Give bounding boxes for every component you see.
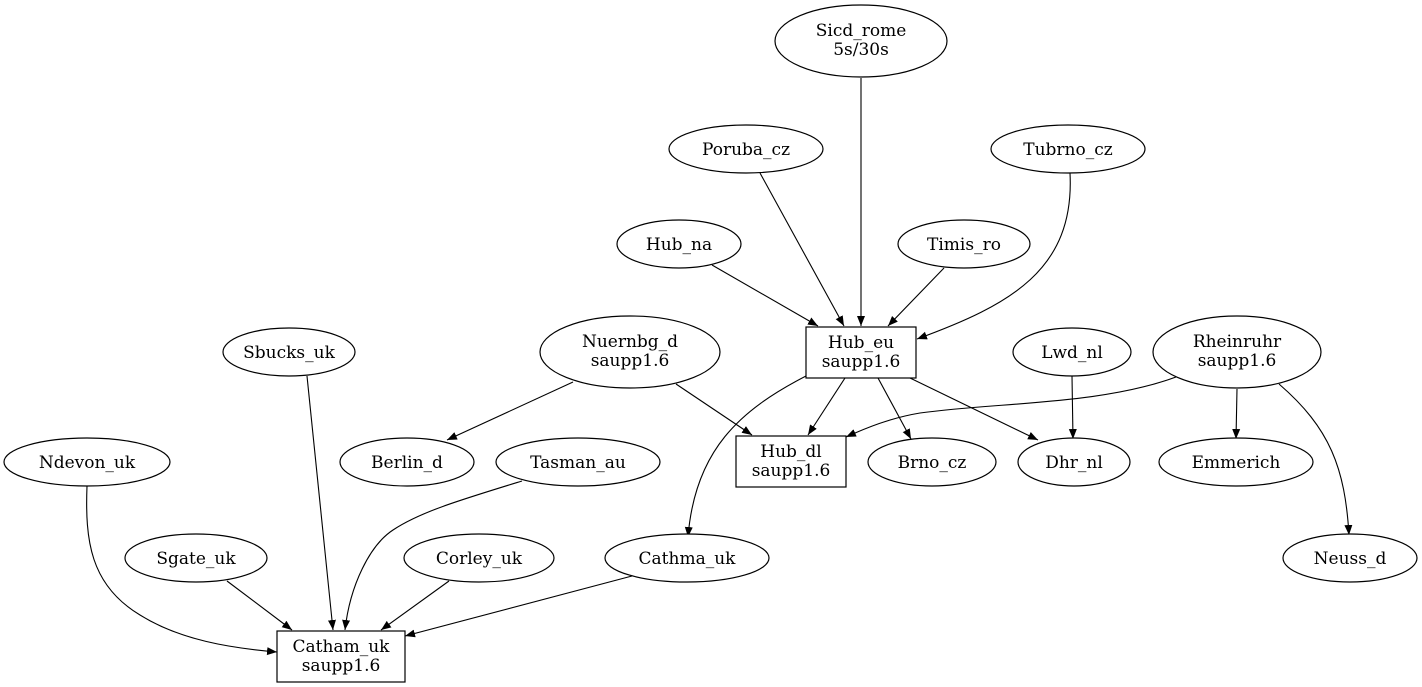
node-hub-eu[interactable]: Hub_eu saupp1.6 bbox=[805, 326, 917, 379]
node-cathma-uk[interactable]: Cathma_uk bbox=[604, 533, 770, 583]
edge-tasman-au-to-catham-uk bbox=[342, 480, 523, 631]
node-label: Poruba_cz bbox=[702, 140, 790, 160]
node-sublabel: saupp1.6 bbox=[302, 656, 381, 676]
node-label: Sgate_uk bbox=[156, 549, 236, 569]
edge-nuernbg-d-to-hub-dl bbox=[675, 383, 753, 436]
node-berlin-d[interactable]: Berlin_d bbox=[339, 437, 475, 487]
node-sbucks-uk[interactable]: Sbucks_uk bbox=[222, 327, 356, 377]
edge-nuernbg-d-to-berlin-d bbox=[446, 381, 574, 441]
node-sublabel: 5s/30s bbox=[833, 40, 889, 60]
edge-sbucks-uk-to-catham-uk bbox=[306, 375, 336, 631]
edge-tubrno-cz-to-hub-eu bbox=[916, 172, 1071, 340]
node-label: Rheinruhr bbox=[1193, 332, 1282, 352]
nodes: Sicd_rome 5s/30s Poruba_cz Tubrno_cz Hub… bbox=[3, 4, 1418, 683]
node-timis-ro[interactable]: Timis_ro bbox=[897, 219, 1031, 269]
node-label: Lwd_nl bbox=[1041, 343, 1103, 363]
node-emmerich[interactable]: Emmerich bbox=[1158, 437, 1314, 487]
node-label: Sbucks_uk bbox=[243, 343, 335, 363]
node-neuss-d[interactable]: Neuss_d bbox=[1282, 533, 1418, 583]
node-rheinruhr[interactable]: Rheinruhr saupp1.6 bbox=[1152, 315, 1322, 389]
node-label: Brno_cz bbox=[898, 453, 967, 473]
node-label: Catham_uk bbox=[293, 637, 391, 657]
node-hub-na[interactable]: Hub_na bbox=[616, 219, 742, 269]
node-label: Hub_eu bbox=[828, 333, 894, 353]
node-ndevon-uk[interactable]: Ndevon_uk bbox=[3, 437, 171, 487]
edges bbox=[86, 78, 1353, 656]
node-label: Neuss_d bbox=[1314, 549, 1387, 569]
node-poruba-cz[interactable]: Poruba_cz bbox=[668, 124, 824, 174]
node-label: Hub_na bbox=[646, 235, 712, 255]
node-sublabel: saupp1.6 bbox=[752, 461, 831, 481]
edge-hub-eu-to-hub-dl bbox=[807, 377, 846, 436]
node-tasman-au[interactable]: Tasman_au bbox=[495, 437, 661, 487]
node-label: Tasman_au bbox=[530, 453, 626, 473]
node-label: Emmerich bbox=[1192, 453, 1281, 473]
node-label: Timis_ro bbox=[927, 235, 1001, 255]
node-catham-uk[interactable]: Catham_uk saupp1.6 bbox=[276, 630, 406, 683]
node-label: Hub_dl bbox=[760, 442, 821, 462]
node-nuernbg-d[interactable]: Nuernbg_d saupp1.6 bbox=[539, 315, 721, 389]
edge-rheinruhr-to-neuss-d bbox=[1278, 383, 1353, 536]
node-sublabel: saupp1.6 bbox=[591, 351, 670, 371]
node-corley-uk[interactable]: Corley_uk bbox=[403, 533, 555, 583]
edge-hub-na-to-hub-eu bbox=[711, 264, 819, 327]
edge-hub-eu-to-dhr-nl bbox=[909, 377, 1039, 441]
edge-ndevon-uk-to-catham-uk bbox=[86, 485, 278, 656]
edge-hub-eu-to-cathma-uk bbox=[684, 375, 807, 538]
node-label: Berlin_d bbox=[371, 453, 443, 473]
node-label: Tubrno_cz bbox=[1023, 140, 1113, 160]
edge-sgate-uk-to-catham-uk bbox=[226, 580, 293, 631]
edge-hub-eu-to-brno-cz bbox=[877, 377, 912, 440]
edge-cathma-uk-to-catham-uk bbox=[404, 575, 633, 638]
edge-timis-ro-to-hub-eu bbox=[887, 267, 945, 327]
node-sublabel: saupp1.6 bbox=[822, 352, 901, 372]
node-sicd-rome[interactable]: Sicd_rome 5s/30s bbox=[774, 4, 948, 78]
edge-poruba-cz-to-hub-eu bbox=[759, 172, 845, 327]
node-label: Cathma_uk bbox=[639, 549, 737, 569]
edge-lwd-nl-to-dhr-nl bbox=[1068, 375, 1077, 440]
node-label: Dhr_nl bbox=[1045, 453, 1103, 473]
node-hub-dl[interactable]: Hub_dl saupp1.6 bbox=[735, 435, 847, 488]
node-label: Ndevon_uk bbox=[39, 453, 136, 473]
node-brno-cz[interactable]: Brno_cz bbox=[867, 437, 997, 487]
node-sublabel: saupp1.6 bbox=[1198, 351, 1277, 371]
node-tubrno-cz[interactable]: Tubrno_cz bbox=[990, 124, 1146, 174]
node-label: Nuernbg_d bbox=[582, 332, 678, 352]
node-label: Corley_uk bbox=[436, 549, 523, 569]
edge-rheinruhr-to-hub-dl bbox=[845, 376, 1177, 438]
node-sgate-uk[interactable]: Sgate_uk bbox=[124, 533, 268, 583]
node-dhr-nl[interactable]: Dhr_nl bbox=[1017, 437, 1131, 487]
node-lwd-nl[interactable]: Lwd_nl bbox=[1012, 327, 1132, 377]
node-label: Sicd_rome bbox=[816, 21, 907, 41]
edge-rheinruhr-to-emmerich bbox=[1232, 388, 1241, 440]
edge-corley-uk-to-catham-uk bbox=[380, 580, 450, 631]
